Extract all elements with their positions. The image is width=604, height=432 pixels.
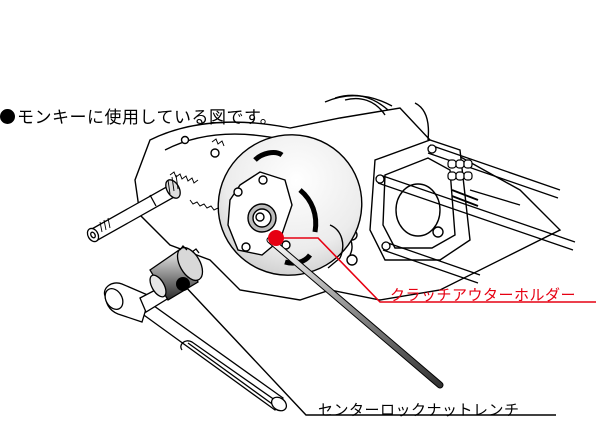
caption: モンキーに使用している図です。 [0, 103, 277, 128]
red-dot-marker [268, 230, 284, 246]
clutch-holder-leader [276, 237, 596, 303]
ratchet-wrench [103, 282, 288, 412]
bullet-icon [0, 109, 15, 124]
holder-rod [266, 236, 444, 389]
socket-wrench-leader [182, 283, 556, 416]
label-center-lock-nut-wrench: センターロックナットレンチ [318, 401, 520, 419]
black-dot-marker [176, 277, 190, 291]
cam-chain [447, 159, 479, 207]
kickstart-shaft [86, 174, 181, 243]
socket-tool [149, 245, 204, 301]
caption-text: モンキーに使用している図です。 [17, 108, 278, 128]
cylinder-studs [375, 144, 576, 284]
label-clutch-outer-holder: クラッチアウターホルダー [390, 286, 577, 304]
callout-lines [182, 237, 596, 416]
